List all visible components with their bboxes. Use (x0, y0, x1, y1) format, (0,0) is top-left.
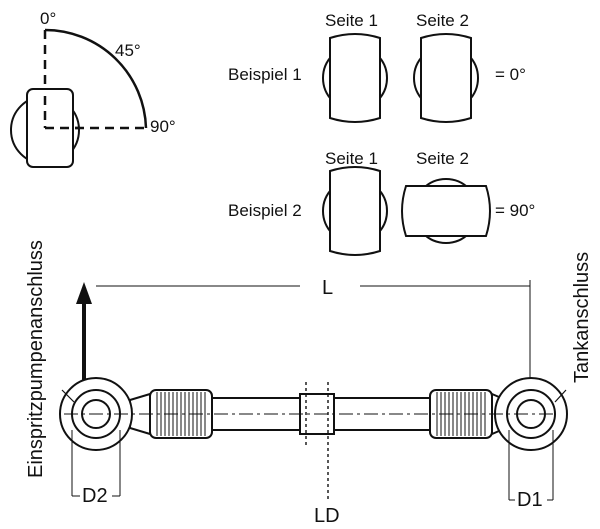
example2-side1-label: Seite 1 (325, 149, 378, 168)
banjo-fitting-icon (322, 33, 388, 123)
d1-dimension (508, 430, 554, 501)
example1-side1-label: Seite 1 (325, 11, 378, 30)
example1-side2-label: Seite 2 (416, 11, 469, 30)
right-port-label: Tankanschluss (571, 252, 593, 383)
angle-label-0: 0° (40, 9, 56, 28)
angle-guide-arc (44, 28, 148, 129)
length-label: L (322, 277, 333, 299)
d2-label: D2 (82, 485, 108, 507)
example2-side2-label: Seite 2 (416, 149, 469, 168)
left-port-leader (61, 389, 75, 403)
banjo-eye-right (494, 377, 568, 451)
banjo-fitting-icon (322, 166, 388, 256)
example2-result: = 90° (495, 201, 535, 220)
right-port-leader (554, 389, 567, 403)
angle-guide: 0° 45° 90° (10, 9, 176, 168)
banjo-fitting-rotated-icon (401, 178, 491, 244)
length-dimension (96, 280, 531, 395)
banjo-fitting-icon (413, 33, 479, 123)
length-mark-band (305, 382, 329, 500)
angle-label-90: 90° (150, 117, 176, 136)
example2-label: Beispiel 2 (228, 201, 302, 220)
ld-label: LD (314, 505, 340, 527)
d2-dimension (71, 430, 121, 497)
example-2: Seite 1 Seite 2 Beispiel 2 = 90° (228, 149, 535, 256)
example1-label: Beispiel 1 (228, 65, 302, 84)
example-1: Seite 1 Seite 2 Beispiel 1 = 0° (228, 11, 526, 123)
d1-label: D1 (517, 489, 543, 511)
example1-result: = 0° (495, 65, 526, 84)
up-arrow-icon (76, 282, 92, 392)
left-port-label: Einspritzpumpenanschluss (25, 240, 47, 478)
angle-label-45: 45° (115, 41, 141, 60)
